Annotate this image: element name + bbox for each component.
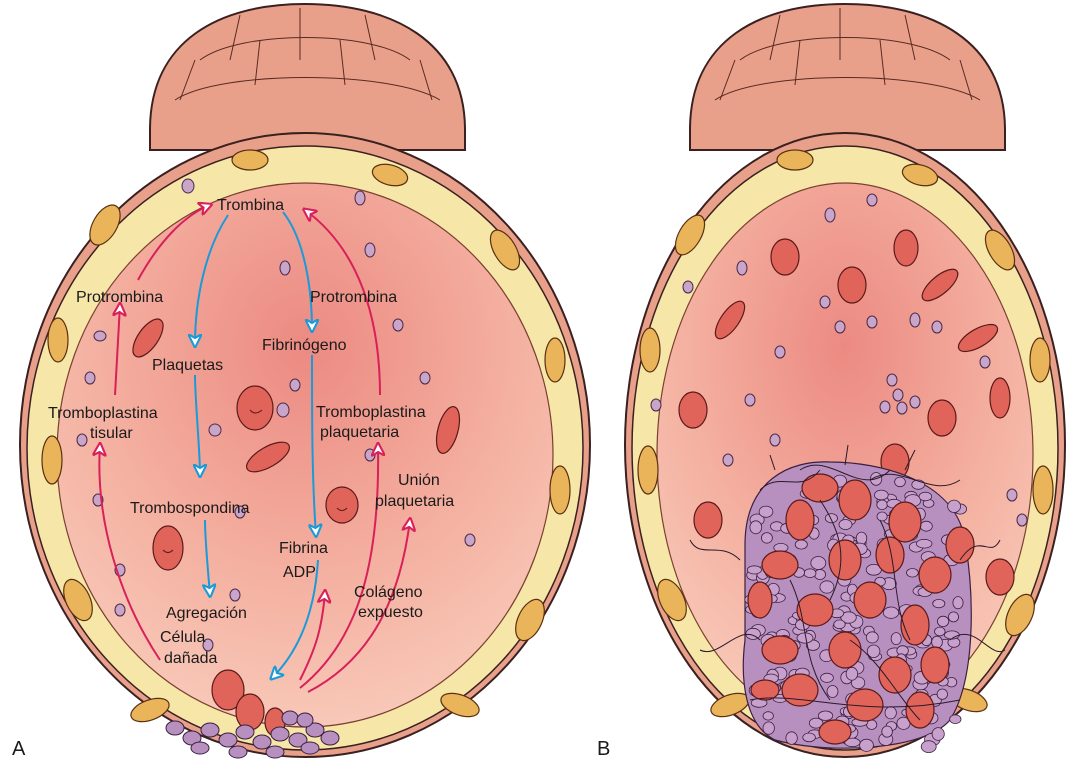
clot-red-cell [819, 720, 851, 744]
label-fibrina: Fibrina [279, 540, 328, 557]
clot-red-cell [762, 636, 798, 664]
clot-red-cell [879, 657, 911, 693]
clot-platelet [763, 712, 773, 720]
clot-platelet [882, 726, 893, 737]
label-protrombina-left: Protrombina [76, 289, 163, 306]
clot-platelet [907, 569, 919, 578]
clot-platelet [916, 539, 932, 548]
clot-platelet [846, 667, 858, 680]
clot-platelet [950, 715, 961, 724]
panel-b-letter: B [597, 738, 610, 760]
clot-red-cell [889, 502, 921, 542]
label-tromboplastina-plaquetaria-1: Tromboplastina [316, 404, 426, 421]
clot-platelet [821, 673, 834, 682]
label-agregacion: Agregación [166, 605, 247, 622]
clot-platelet [932, 728, 944, 741]
panel-b: B [597, 4, 1065, 760]
clot-red-cell [751, 680, 779, 700]
clot-platelet [933, 599, 945, 607]
label-celula-1: Célula [160, 629, 205, 646]
clot-platelet [891, 633, 901, 645]
clot-red-cell [829, 540, 861, 580]
clot-platelet [885, 707, 896, 719]
clot-platelet [827, 686, 838, 698]
clot-platelet [948, 612, 958, 622]
clot-red-cell [876, 537, 904, 573]
label-plaquetas: Plaquetas [152, 357, 223, 374]
clot-platelet [920, 521, 932, 531]
clot-platelet [795, 540, 807, 549]
label-tromboplastina-plaquetaria-2: plaquetaria [320, 424, 399, 441]
label-colageno-1: Colágeno [354, 584, 423, 601]
clot-red-cell [829, 632, 861, 668]
panel-a: Trombina Protrombina Protrombina Plaquet… [12, 4, 590, 760]
clot-platelet [759, 506, 773, 517]
label-union-2: plaquetaria [375, 493, 454, 510]
clot-platelet [804, 569, 816, 578]
label-adp: ADP [283, 564, 316, 581]
clot-platelet [953, 597, 963, 609]
clot-platelet [919, 492, 932, 501]
clot-red-cell [919, 557, 951, 593]
clot-red-cell [854, 582, 886, 618]
label-celula-2: dañada [164, 650, 217, 667]
clot-platelet [839, 520, 852, 530]
clot-platelet [856, 532, 867, 544]
clot-platelet [935, 627, 946, 636]
label-trombina: Trombina [217, 197, 284, 214]
clot-platelet [820, 581, 834, 593]
clot-platelet [750, 521, 762, 534]
vessel-tube-top [150, 4, 465, 150]
clot-red-cell [921, 647, 949, 683]
label-tromboplastina-tisular-2: tisular [90, 425, 133, 442]
clot-platelet [860, 739, 874, 751]
clot-platelet [877, 500, 888, 510]
clot-platelet [803, 733, 816, 742]
clot-red-cell [762, 551, 798, 579]
clot-platelet [944, 631, 959, 639]
label-union-1: Unión [398, 472, 440, 489]
label-fibrinogeno: Fibrinógeno [262, 337, 347, 354]
clot-red-cell [946, 527, 974, 563]
clot-platelet [825, 514, 837, 523]
clot-platelet [874, 490, 888, 500]
clot-platelet [877, 512, 887, 521]
clot-platelet [948, 500, 961, 512]
clot-platelet [867, 645, 880, 658]
clot-red-cell [748, 582, 772, 618]
clot-platelet [747, 566, 761, 574]
clot-platelet [883, 607, 898, 618]
clot-red-cell [901, 605, 929, 645]
clot-platelet [937, 616, 948, 626]
clot-platelet [786, 732, 797, 745]
clot-platelet [811, 557, 826, 570]
label-trombospondina: Trombospondina [130, 500, 250, 517]
clot-red-cell [802, 474, 838, 502]
clot-platelet [866, 632, 878, 643]
clot-platelet [834, 620, 845, 629]
clot-platelet [818, 711, 832, 720]
clot-platelet [921, 741, 936, 753]
clot-platelet [763, 722, 774, 734]
clot-red-cell [839, 480, 871, 520]
vessel-tube-top-b [690, 4, 1005, 150]
clot-platelet [895, 477, 906, 487]
clot-red-cell [786, 500, 814, 540]
label-protrombina-right: Protrombina [310, 289, 397, 306]
panel-a-letter: A [12, 738, 26, 760]
label-colageno-2: expuesto [358, 604, 423, 621]
clot-platelet [932, 636, 943, 648]
label-tromboplastina-tisular-1: Tromboplastina [48, 405, 158, 422]
clot-red-cell [906, 692, 934, 728]
clot-platelet [761, 533, 772, 544]
clot-platelet [937, 689, 947, 699]
